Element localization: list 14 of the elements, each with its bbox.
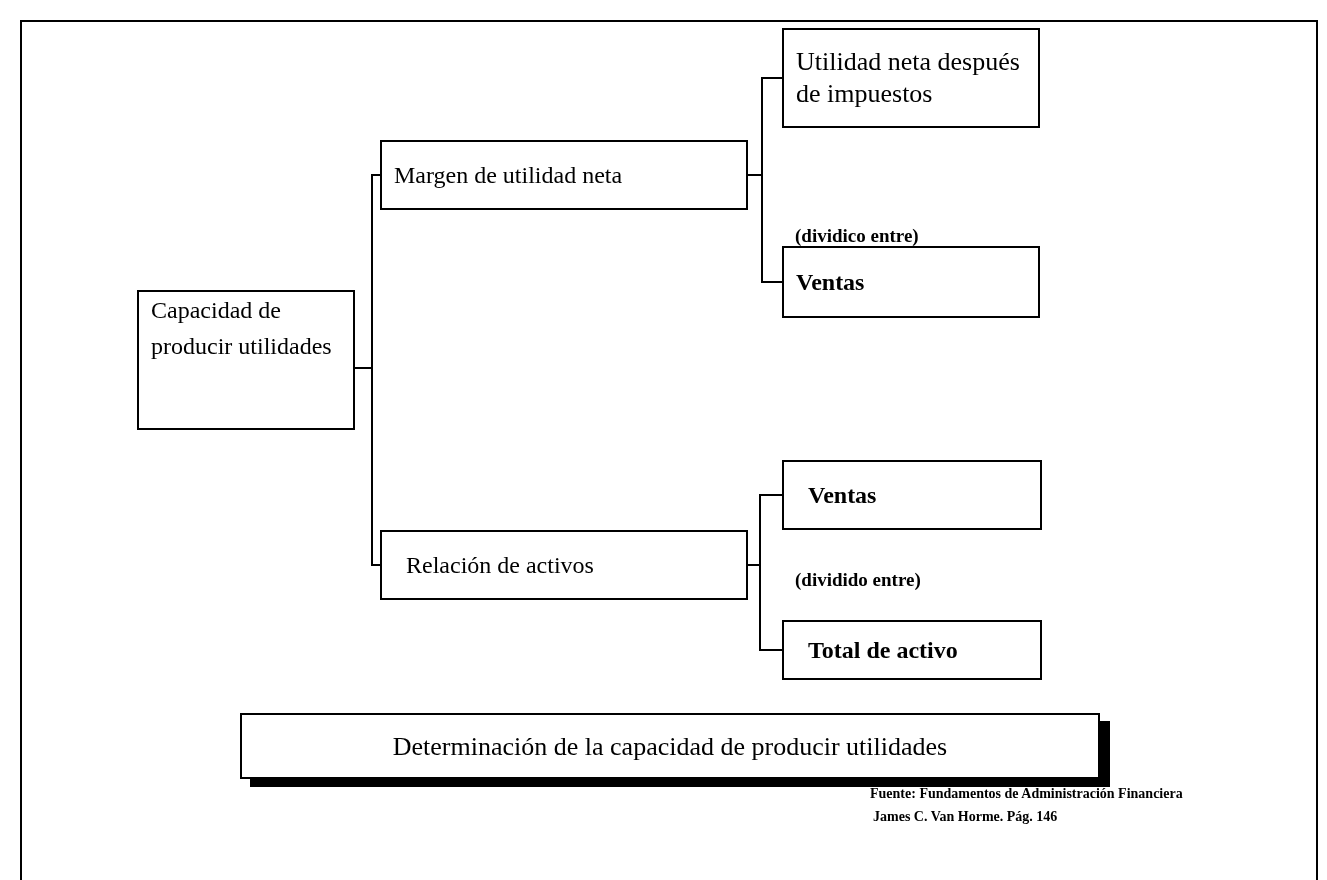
concept-box: Relación de activos	[380, 530, 748, 600]
concept-box: Ventas	[782, 460, 1042, 530]
concept-box: Total de activo	[782, 620, 1042, 680]
bracket-connector	[747, 564, 783, 651]
concept-box: Margen de utilidad neta	[380, 140, 748, 210]
bracket-connector	[354, 367, 381, 566]
concept-box: Utilidad neta después de impuestos	[782, 28, 1040, 128]
operation-note: (dividico entre)	[795, 224, 919, 248]
source-note: James C. Van Horme. Pág. 146	[873, 808, 1058, 826]
source-note: Fuente: Fundamentos de Administración Financiera	[870, 785, 1183, 803]
concept-box: Capacidad de producir utilidades	[137, 290, 355, 430]
bracket-connector	[747, 174, 783, 283]
operation-note: (dividido entre)	[795, 568, 921, 592]
concept-box: Ventas	[782, 246, 1040, 318]
